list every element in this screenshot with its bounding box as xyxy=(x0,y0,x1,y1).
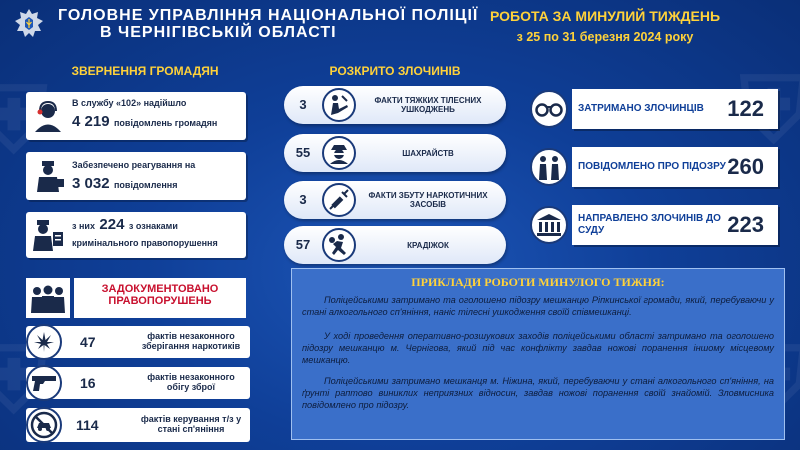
injury-icon xyxy=(322,88,356,122)
result-suspicion-value: 260 xyxy=(727,154,764,179)
solved-title: РОЗКРИТО ЗЛОЧИНІВ xyxy=(329,64,461,78)
pistol-icon xyxy=(26,365,62,401)
solved-drugs-label: ФАКТИ ЗБУТУ НАРКОТИЧНИХ ЗАСОБІВ xyxy=(368,191,488,209)
police-emblem-icon xyxy=(15,9,43,37)
result-suspicion: ПОВІДОМЛЕНО ПРО ПІДОЗРУ 260 xyxy=(530,147,778,187)
solved-thefts-label: КРАДІЖОК xyxy=(407,240,449,250)
result-detained: ЗАТРИМАНО ЗЛОЧИНЦІВ 122 xyxy=(530,89,778,129)
cannabis-icon xyxy=(26,324,62,360)
appeal-criminal-pre: з них xyxy=(72,221,95,231)
call-operator-icon xyxy=(26,92,70,140)
appeal-card-102: В службу «102» надійшло 4 219 повідомлен… xyxy=(26,92,246,140)
appeal-criminal-post2: кримінального правопорушення xyxy=(72,238,218,248)
result-detained-label: ЗАТРИМАНО ЗЛОЧИНЦІВ xyxy=(578,103,704,114)
result-court-value: 223 xyxy=(727,212,764,237)
police-officer-icon xyxy=(26,152,70,200)
documented-header: ЗАДОКУМЕНТОВАНО ПРАВОПОРУШЕНЬ xyxy=(26,278,246,318)
police-group-icon xyxy=(26,278,70,318)
solved-fraud-label: ШАХРАЙСТВ xyxy=(402,148,454,158)
documented-title: ЗАДОКУМЕНТОВАНО ПРАВОПОРУШЕНЬ xyxy=(101,283,219,307)
examples-box: ПРИКЛАДИ РОБОТИ МИНУЛОГО ТИЖНЯ: Поліцейс… xyxy=(291,268,785,440)
appeal-102-pre: В службу «102» надійшло xyxy=(72,98,187,108)
documented-drunk-num: 114 xyxy=(76,417,99,433)
solved-drugs-num: 3 xyxy=(299,192,307,207)
documented-drunk-label: фактів керування т/з у стані сп'яніння xyxy=(140,414,242,435)
result-detained-value: 122 xyxy=(727,96,764,121)
solved-item-injuries: 3 ФАКТИ ТЯЖКИХ ТІЛЕСНИХ УШКОДЖЕНЬ xyxy=(284,86,506,124)
syringe-icon xyxy=(322,183,356,217)
appeal-102-post: повідомлень громадян xyxy=(114,118,218,128)
appeal-card-response: Забезпечено реагування на 3 032 повідомл… xyxy=(26,152,246,200)
documented-weapons-label: фактів незаконного обігу зброї xyxy=(147,372,235,393)
appeal-response-pre: Забезпечено реагування на xyxy=(72,160,196,170)
no-drunk-driving-icon xyxy=(26,407,62,443)
solved-item-thefts: 57 КРАДІЖОК xyxy=(284,226,506,264)
documented-drugs-num: 47 xyxy=(80,334,96,350)
solved-thefts-num: 57 xyxy=(295,237,311,252)
solved-fraud-num: 55 xyxy=(295,145,311,160)
period-title: РОБОТА ЗА МИНУЛИЙ ТИЖДЕНЬ xyxy=(489,8,721,24)
solved-injuries-num: 3 xyxy=(299,97,307,112)
handcuffs-icon xyxy=(530,90,568,128)
thief-icon xyxy=(322,228,356,262)
result-court-label: НАПРАВЛЕНО ЗЛОЧИНІВ ДО СУДУ xyxy=(578,213,721,236)
documented-weapons-num: 16 xyxy=(80,375,96,391)
result-suspicion-label: ПОВІДОМЛЕНО ПРО ПІДОЗРУ xyxy=(578,161,726,172)
period-dates: з 25 по 31 березня 2024 року xyxy=(516,30,694,44)
court-icon xyxy=(530,206,568,244)
example-paragraph: У ході проведення оперативно-розшукових … xyxy=(302,331,774,365)
appeals-title: ЗВЕРНЕННЯ ГРОМАДЯН xyxy=(71,64,219,78)
result-court: НАПРАВЛЕНО ЗЛОЧИНІВ ДО СУДУ 223 xyxy=(530,205,778,245)
appeal-card-criminal: з них 224 з ознаками кримінального право… xyxy=(26,212,246,258)
suspects-icon xyxy=(530,148,568,186)
example-paragraph: Поліцейськими затримано мешканця м. Ніжи… xyxy=(302,376,774,410)
documented-item-weapons: 16 фактів незаконного обігу зброї xyxy=(26,365,250,401)
example-paragraph: Поліцейськими затримано та оголошено під… xyxy=(302,295,774,317)
appeal-criminal-num: 224 xyxy=(99,216,125,233)
fraud-icon xyxy=(322,136,356,170)
appeal-response-post: повідомлення xyxy=(114,180,178,190)
appeal-102-num: 4 219 xyxy=(72,113,110,130)
documented-drugs-label: фактів незаконного зберігання наркотиків xyxy=(141,331,241,352)
investigator-icon xyxy=(26,212,70,258)
solved-item-fraud: 55 ШАХРАЙСТВ xyxy=(284,134,506,172)
solved-item-drug-sales: 3 ФАКТИ ЗБУТУ НАРКОТИЧНИХ ЗАСОБІВ xyxy=(284,181,506,219)
examples-title: ПРИКЛАДИ РОБОТИ МИНУЛОГО ТИЖНЯ: xyxy=(411,275,665,289)
header-title-line2: В ЧЕРНІГІВСЬКІЙ ОБЛАСТІ xyxy=(100,24,337,41)
header-title-line1: ГОЛОВНЕ УПРАВЛІННЯ НАЦІОНАЛЬНОЇ ПОЛІЦІЇ xyxy=(58,7,479,24)
documented-item-drunk-driving: 114 фактів керування т/з у стані сп'янін… xyxy=(26,407,250,443)
appeal-criminal-post: з ознаками xyxy=(128,221,178,231)
solved-injuries-label: ФАКТИ ТЯЖКИХ ТІЛЕСНИХ УШКОДЖЕНЬ xyxy=(374,96,482,114)
appeal-response-num: 3 032 xyxy=(72,175,110,192)
documented-item-drugs: 47 фактів незаконного зберігання наркоти… xyxy=(26,324,250,360)
